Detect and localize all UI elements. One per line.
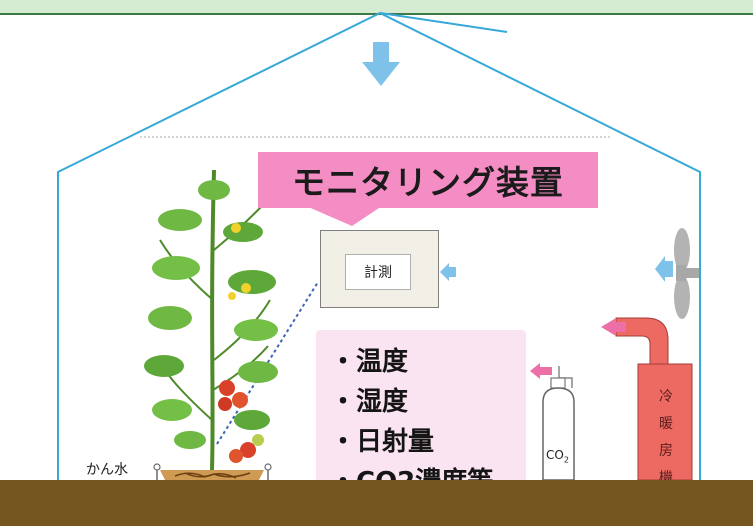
device-screen-label: 計測 — [345, 254, 411, 290]
co2-label-main: CO — [546, 448, 564, 462]
hvac-char-1: 冷 — [659, 389, 673, 405]
tomato-plant-icon — [144, 169, 278, 471]
co2-arrow-icon — [530, 363, 552, 379]
sensor-connector — [216, 281, 319, 445]
title-pointer — [306, 206, 382, 226]
fan-intake-arrow-icon — [655, 256, 673, 282]
measurement-item-humidity: ・湿度 — [330, 387, 409, 417]
hvac-unit — [615, 317, 693, 481]
co2-label-subscript: 2 — [563, 455, 569, 465]
watering-label: かん水 — [86, 462, 128, 478]
monitoring-device-title: モニタリング装置 — [258, 152, 598, 208]
hvac-label: 冷 暖 房 機 — [640, 384, 692, 492]
measurement-list-box — [316, 330, 526, 500]
hvac-arrow-icon — [601, 318, 626, 336]
co2-cylinder-label: CO2 — [546, 448, 569, 464]
intake-arrow-icon — [440, 263, 456, 281]
hvac-char-3: 房 — [659, 443, 673, 459]
ground — [0, 480, 753, 526]
wall-fan-icon — [674, 228, 699, 319]
measurement-item-solar-radiation: ・日射量 — [330, 427, 435, 457]
down-arrow-icon — [362, 42, 400, 86]
roof-vent — [379, 12, 508, 33]
root-bed — [160, 470, 264, 482]
gas-cylinder-icon — [542, 366, 575, 481]
measurement-item-temperature: ・温度 — [330, 347, 409, 377]
hvac-char-2: 暖 — [659, 416, 673, 432]
